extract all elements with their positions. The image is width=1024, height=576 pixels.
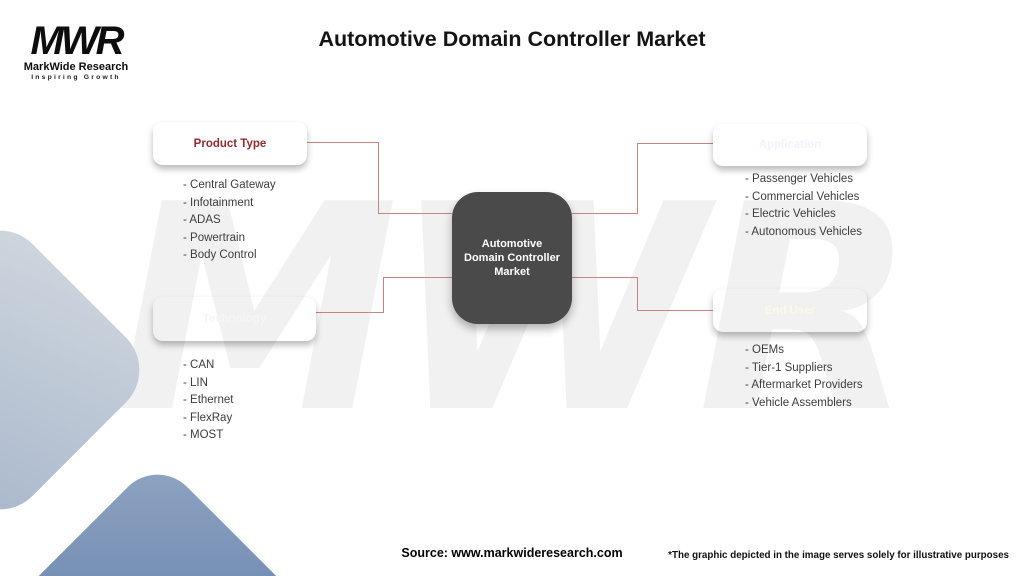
list-item: - Electric Vehicles — [745, 208, 836, 220]
logo-name: MarkWide Research — [23, 61, 129, 73]
markwide-logo: MWR MarkWide Research Inspiring Growth — [21, 19, 131, 81]
node-product-type: Product Type — [153, 122, 307, 165]
node-application: Application — [713, 124, 867, 166]
node-application-items: - Passenger Vehicles - Commercial Vehicl… — [745, 171, 862, 241]
page-title: Automotive Domain Controller Market — [318, 27, 706, 51]
list-item: - Commercial Vehicles — [745, 190, 860, 203]
list-item: - Powertrain — [183, 231, 245, 244]
list-item: - ADAS — [183, 214, 221, 226]
connector-technology-h1 — [316, 312, 384, 313]
node-end-user-label: End User — [764, 304, 816, 317]
connector-technology-h2 — [383, 277, 452, 278]
list-item: - Tier-1 Suppliers — [745, 361, 833, 374]
connector-end-user-h2 — [637, 310, 713, 311]
node-end-user: End User — [713, 289, 867, 332]
connector-application-v — [637, 143, 638, 214]
list-item: - FlexRay — [183, 411, 233, 424]
disclaimer-text: *The graphic depicted in the image serve… — [668, 550, 1009, 561]
list-item: - Central Gateway — [183, 179, 276, 191]
node-application-label: Application — [758, 139, 822, 151]
list-item: - Infotainment — [183, 196, 254, 209]
logo-acronym: MWR — [30, 19, 125, 63]
connector-product-type-v — [378, 142, 379, 213]
node-end-user-items: - OEMs - Tier-1 Suppliers - Aftermarket … — [745, 342, 863, 412]
list-item: - Body Control — [183, 249, 257, 261]
source-text: Source: www.markwideresearch.com — [401, 546, 623, 560]
list-item: - LIN — [183, 376, 208, 389]
node-product-type-items: - Central Gateway - Infotainment - ADAS … — [183, 177, 276, 265]
connector-application-h2 — [637, 143, 713, 144]
list-item: - Vehicle Assemblers — [745, 396, 852, 409]
logo-tagline: Inspiring Growth — [31, 74, 121, 81]
node-technology-items: - CAN - LIN - Ethernet - FlexRay - MOST — [183, 357, 234, 445]
list-item: - Ethernet — [183, 394, 234, 406]
list-item: - OEMs — [745, 344, 784, 356]
connector-end-user-v — [637, 277, 638, 311]
list-item: - Passenger Vehicles — [745, 173, 854, 185]
list-item: - MOST — [183, 429, 224, 441]
connector-application-h1 — [572, 213, 637, 214]
center-node: Automotive Domain Controller Market — [452, 192, 572, 324]
node-technology: Technology — [153, 297, 316, 341]
connector-technology-v — [383, 277, 384, 313]
node-product-type-label: Product Type — [193, 137, 267, 150]
list-item: - CAN — [183, 359, 215, 371]
node-technology-label: Technology — [202, 313, 267, 325]
connector-product-type-h2 — [378, 213, 452, 214]
list-item: - Aftermarket Providers — [745, 379, 863, 391]
connector-end-user-h1 — [572, 277, 637, 278]
list-item: - Autonomous Vehicles — [745, 225, 862, 238]
connector-product-type-h1 — [307, 142, 378, 143]
